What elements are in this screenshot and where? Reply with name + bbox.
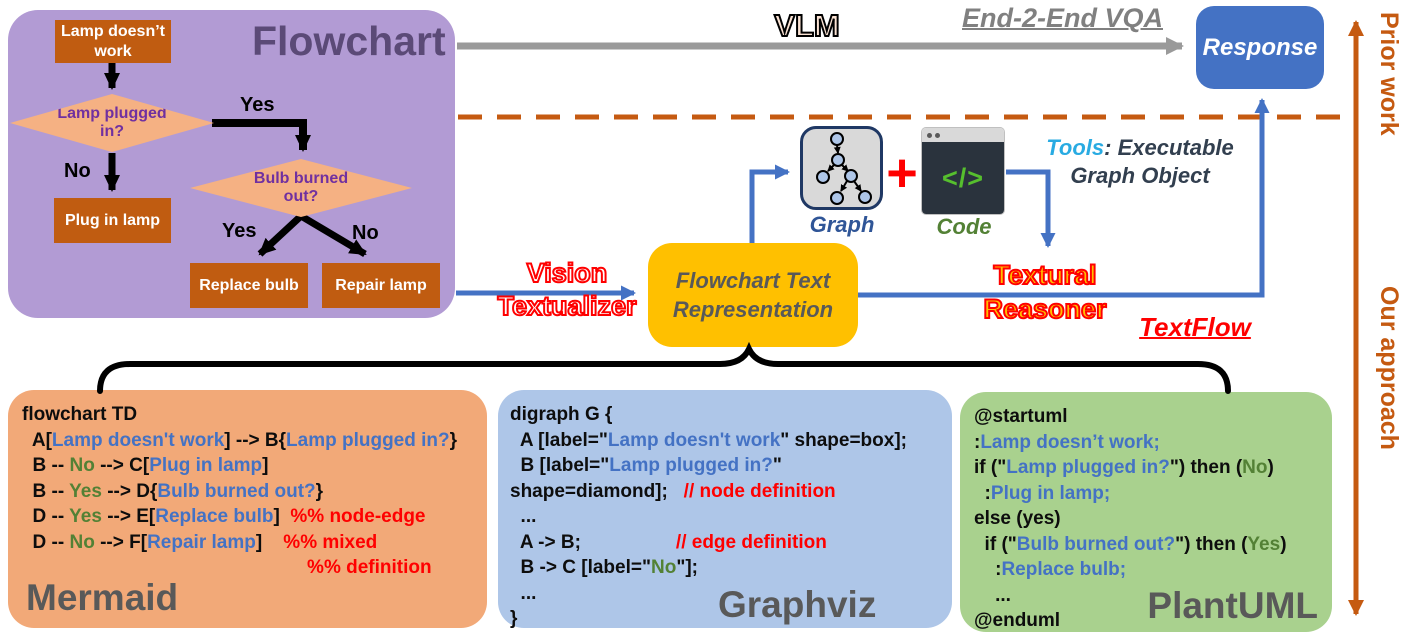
plus-icon: + [886,143,918,203]
graphviz-panel: digraph G { A [label="Lamp doesn't work"… [498,390,952,629]
plantuml-label: PlantUML [1147,585,1318,626]
edge-label-no-1: No [64,160,91,182]
graphviz-label: Graphviz [718,584,877,625]
graph-icon [800,126,883,210]
vision-textualizer-label: Vision Textualizer [492,257,642,323]
window-dot-icon [927,132,932,138]
vlm-label: VLM [773,7,840,44]
tools-line1: Tools: Executable [1022,134,1258,162]
flowchart-node-plug: Plug in lamp [54,198,171,243]
representation-line2: Representation [672,297,834,322]
code-label: Code [936,214,992,239]
flowchart-panel-title: Flowchart [252,18,446,64]
code-icon: </> [922,128,1004,214]
textural-line1: Textural [992,259,1097,291]
textflow-label: TextFlow [1139,312,1251,342]
textural-line2: Reasoner [982,293,1107,325]
mermaid-panel: flowchart TD A[Lamp doesn't work] --> B{… [8,390,487,628]
edge-label-yes-1: Yes [240,94,275,116]
code-window-titlebar [922,128,1004,142]
textural-reasoner-label: Textural Reasoner [955,258,1135,326]
tools-annotation: Tools: Executable Graph Object [1022,134,1258,190]
representation-line1: Flowchart Text [675,268,831,293]
code-glyph: </> [922,142,1004,214]
vision-textualizer-line1: Vision [526,257,609,289]
mermaid-label: Mermaid [26,577,179,618]
representation-text: Flowchart Text Representation [673,266,833,324]
flowchart-text-representation-box: Flowchart Text Representation [648,243,858,347]
tools-word: Tools [1046,135,1105,160]
window-dot-icon [935,132,940,138]
end2end-vqa-label: End-2-End VQA [962,3,1163,33]
tools-line2: Graph Object [1070,163,1210,188]
response-box: Response [1196,6,1324,89]
graph-tree-icon [816,132,872,205]
graph-label: Graph [809,212,875,237]
flowchart-node-replace: Replace bulb [190,263,308,308]
plantuml-panel: @startuml:Lamp doesn’t work;if ("Lamp pl… [960,392,1332,632]
graphviz-code: digraph G { A [label="Lamp doesn't work"… [510,404,907,629]
edge-label-no-2: No [352,222,379,244]
plantuml-code: @startuml:Lamp doesn’t work;if ("Lamp pl… [974,406,1287,631]
edge-label-yes-2: Yes [222,220,257,242]
flowchart-node-start: Lamp doesn’t work [55,20,171,63]
prior-work-label: Prior work [1375,12,1403,136]
tools-rest: : Executable [1104,135,1234,160]
decision-text: Lamp plugged in? [57,104,167,140]
vision-textualizer-line2: Textualizer [496,290,637,322]
decision-text: Bulb burned out? [253,169,349,205]
mermaid-code: flowchart TD A[Lamp doesn't work] --> B{… [22,404,458,578]
flowchart-node-repair: Repair lamp [322,263,440,308]
our-approach-label: Our approach [1375,286,1403,450]
